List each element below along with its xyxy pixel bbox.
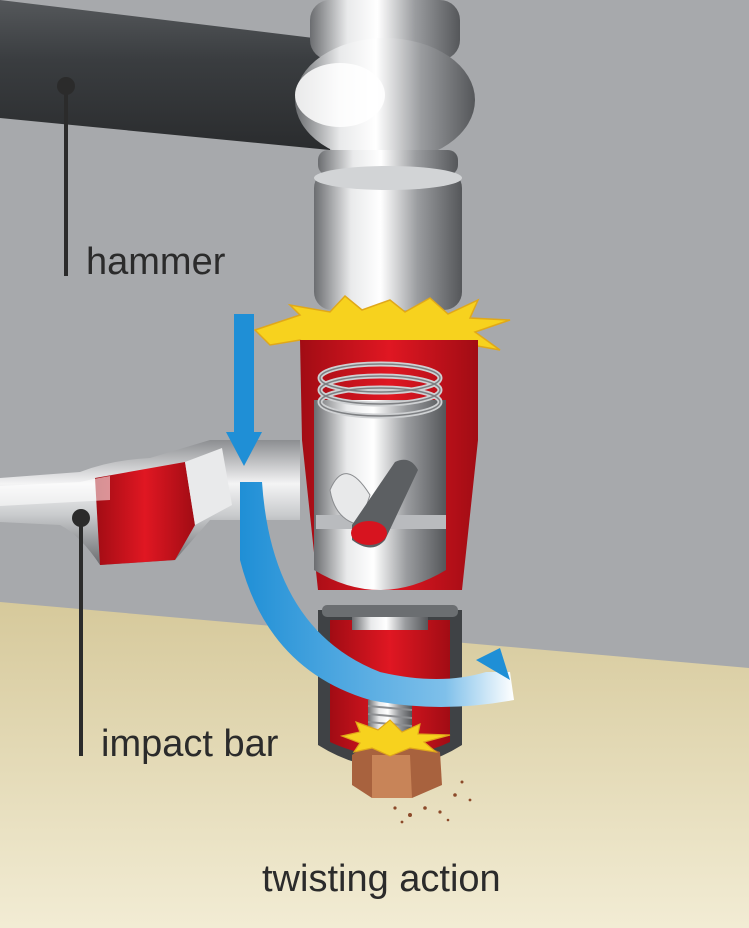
helical-slot [329,473,371,526]
hammer-head [295,0,475,310]
twisting-arrow-head [476,648,510,680]
twisting-arrow [240,482,514,707]
hammer-handle [0,0,330,150]
impact-spark-nut [339,719,451,757]
downward-arrow [226,314,262,466]
hammer-label: hammer [86,241,226,283]
rust-debris [393,780,472,824]
impact-bar [0,440,300,565]
impact-bar-label: impact bar [101,723,279,765]
twisting-action-label: twisting action [262,858,501,900]
leader-lines [57,77,90,756]
nut [352,740,442,798]
